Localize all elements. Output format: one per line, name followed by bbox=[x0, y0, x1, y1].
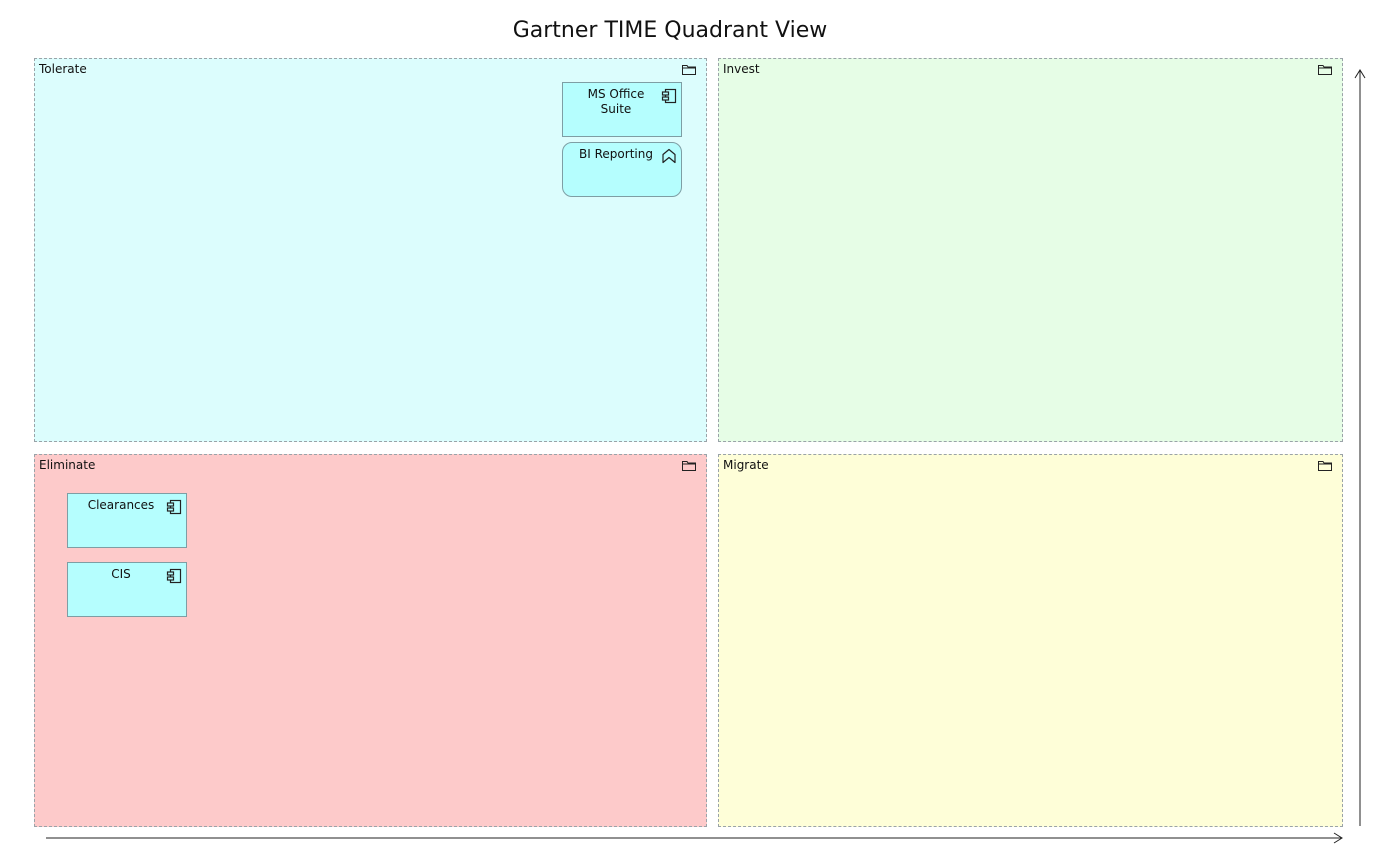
quadrant-label-eliminate: Eliminate bbox=[39, 458, 96, 472]
folder-icon bbox=[682, 461, 696, 471]
quadrant-label-invest: Invest bbox=[723, 62, 760, 76]
quadrant-migrate[interactable]: Migrate bbox=[718, 454, 1343, 827]
quadrant-eliminate[interactable]: Eliminate bbox=[34, 454, 707, 827]
quadrant-label-migrate: Migrate bbox=[723, 458, 769, 472]
component-icon bbox=[166, 499, 182, 515]
node-label: MS Office Suite bbox=[587, 87, 645, 116]
component-icon bbox=[166, 568, 182, 584]
folder-icon bbox=[682, 65, 696, 75]
node-cis[interactable]: CIS bbox=[67, 562, 187, 617]
quadrant-label-tolerate: Tolerate bbox=[39, 62, 87, 76]
node-label: CIS bbox=[111, 567, 131, 581]
node-clearances[interactable]: Clearances bbox=[67, 493, 187, 548]
node-ms-office-suite[interactable]: MS Office Suite bbox=[562, 82, 682, 137]
component-icon bbox=[661, 88, 677, 104]
folder-icon bbox=[1318, 461, 1332, 471]
x-axis-arrow bbox=[46, 832, 1343, 844]
application-function-icon bbox=[662, 148, 676, 164]
node-label: Clearances bbox=[87, 498, 155, 512]
diagram-title: Gartner TIME Quadrant View bbox=[512, 18, 828, 43]
quadrant-invest[interactable]: Invest bbox=[718, 58, 1343, 442]
node-label: BI Reporting bbox=[579, 147, 653, 161]
y-axis-arrow bbox=[1354, 69, 1366, 826]
node-bi-reporting[interactable]: BI Reporting bbox=[562, 142, 682, 197]
folder-icon bbox=[1318, 65, 1332, 75]
